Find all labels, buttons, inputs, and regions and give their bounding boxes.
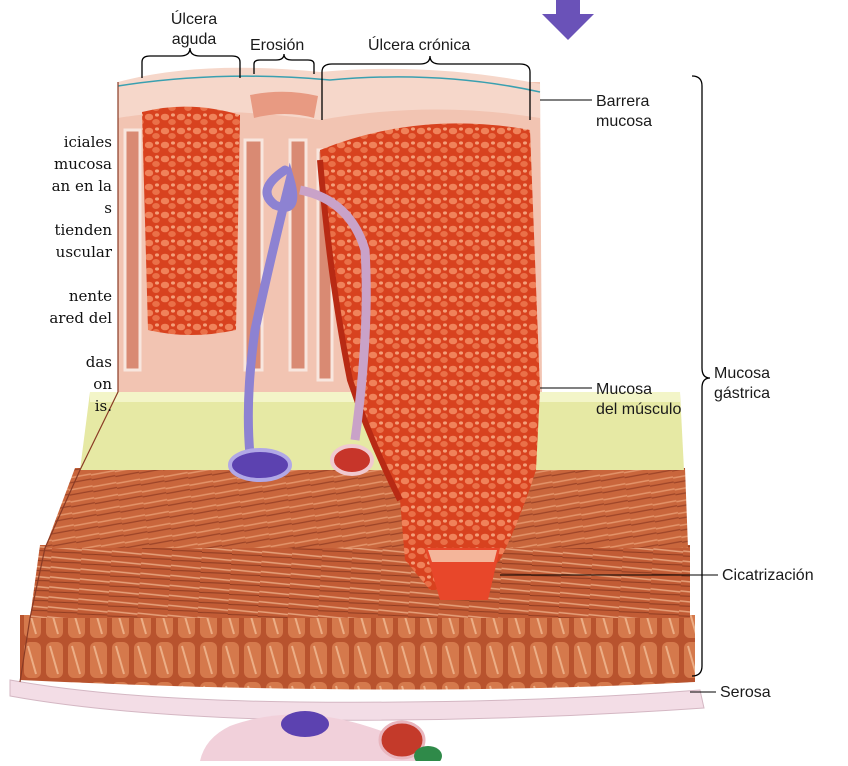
label-ulcera-aguda-line1: Úlcera: [163, 10, 225, 30]
label-barrera-line1: Barrera: [596, 92, 652, 112]
label-ulcera-aguda: Úlcera aguda: [163, 10, 225, 50]
label-erosion: Erosión: [250, 36, 304, 56]
side-text-line: tienden: [54, 220, 112, 240]
muscularis-inner-layer: [45, 468, 688, 548]
label-ulcera-aguda-line2: aguda: [163, 30, 225, 50]
side-text-line: mucosa: [54, 154, 112, 174]
scar-highlight: [428, 550, 497, 562]
side-text-line: ared del: [49, 308, 112, 328]
label-barrera-mucosa: Barrera mucosa: [596, 92, 652, 132]
submucosal-vein: [230, 450, 290, 480]
side-text-line: on: [93, 374, 112, 394]
muscularis-outer-layer: [20, 615, 695, 690]
gastric-mucosa-bracket: [692, 76, 710, 676]
down-arrow-icon: [542, 0, 594, 40]
label-cicatrizacion: Cicatrización: [722, 566, 814, 586]
side-text-line: is.: [95, 396, 112, 416]
side-text-line: iciales: [64, 132, 112, 152]
label-serosa: Serosa: [720, 683, 771, 703]
side-text-line: nente: [69, 286, 112, 306]
label-mucosa-musculo-line2: del músculo: [596, 400, 681, 420]
acute-ulcer: [142, 107, 240, 335]
label-barrera-line2: mucosa: [596, 112, 652, 132]
side-text-line: an en la: [52, 176, 112, 196]
label-mucosa-musculo-line1: Mucosa: [596, 380, 681, 400]
muscularis-middle-layer: [30, 545, 690, 618]
label-mucosa-gastrica-line1: Mucosa: [714, 364, 770, 384]
side-text-line: s: [104, 198, 112, 218]
serosa-vein: [281, 711, 329, 737]
side-text-line: uscular: [56, 242, 112, 262]
label-mucosa-gastrica: Mucosa gástrica: [714, 364, 770, 404]
side-text-line: das: [86, 352, 112, 372]
label-mucosa-gastrica-line2: gástrica: [714, 384, 770, 404]
label-ulcera-cronica: Úlcera crónica: [368, 36, 470, 56]
submucosal-artery: [332, 446, 372, 474]
label-mucosa-musculo: Mucosa del músculo: [596, 380, 681, 420]
